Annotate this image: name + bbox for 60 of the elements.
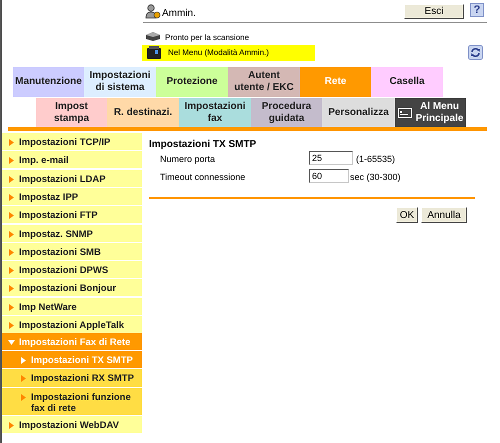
menu-item-label: Impostazioni FTP (19, 210, 98, 222)
menu-item (2, 224, 142, 242)
menu-item (2, 261, 142, 278)
menu-item (2, 279, 142, 296)
menu-item-label: Impostazioni TCP/IP (19, 137, 110, 148)
menu-item-label: Impostazioni Fax di Rete (19, 337, 130, 348)
tab: Procedura guidata (251, 98, 322, 127)
tab: Casella (371, 67, 443, 97)
tab: Rete (300, 67, 371, 97)
tab (395, 98, 466, 127)
menu-item-label: Impostazioni DPWS (19, 265, 108, 276)
menu-item-label: Imp. e-mail (19, 155, 69, 166)
range-hint: (1-65535) (356, 153, 396, 166)
tab-label: Al Menu Principale (416, 100, 464, 124)
status-text: Nel Menu (Modalità Ammin.) (168, 47, 269, 59)
tab: Impostazioni di sistema (84, 67, 156, 97)
field-label: Numero porta (160, 153, 216, 166)
range-hint: sec (30-300) (350, 171, 401, 184)
button: Esci (404, 4, 464, 19)
input-field: 60 (309, 169, 349, 183)
menu-item (2, 298, 142, 315)
menu-item-label: Impostazioni RX SMTP (31, 373, 134, 384)
tab: R. destinazi. (107, 98, 179, 127)
section-title: Impostazioni TX SMTP (149, 138, 256, 152)
menu-item-label: Impostazioni WebDAV (19, 420, 119, 431)
menu-item-label: Imp NetWare (19, 302, 77, 313)
menu-item (2, 416, 142, 433)
menu-item (2, 351, 142, 368)
menu-item (2, 369, 142, 387)
button: OK (396, 207, 418, 223)
menu-item-label: Impostazioni TX SMTP (31, 355, 133, 366)
menu-item (2, 133, 142, 150)
tab: Impost stampa (36, 98, 107, 127)
field-label: Timeout connessione (160, 171, 246, 184)
status-bar (142, 45, 315, 61)
menu-item-label: Impostazioni SMB (19, 246, 101, 258)
menu-item-label: Impostazioni LDAP (19, 174, 106, 185)
menu-item-label: Impostazioni Bonjour (19, 283, 116, 294)
tab: Manutenzione (13, 67, 84, 97)
input-field: 25 (309, 151, 353, 165)
menu-item (2, 206, 142, 224)
menu-item-label: Impostaz. SNMP (19, 228, 93, 240)
menu-item-label: Impostaz IPP (19, 192, 78, 203)
menu-item (2, 333, 142, 350)
user-name: Ammin. (162, 7, 196, 21)
tab: Autent utente / EKC (228, 67, 300, 97)
tab: Protezione (156, 67, 228, 97)
tab: Impostazioni fax (179, 98, 251, 127)
menu-item-label: Impostazioni AppleTalk (19, 320, 124, 331)
button: Annulla (421, 207, 467, 223)
menu-item (2, 242, 142, 260)
help-button: ? (470, 3, 484, 17)
menu-item (2, 151, 142, 168)
menu-item (2, 316, 142, 333)
menu-item (2, 188, 142, 205)
menu-item (2, 170, 142, 187)
tab: Personalizza (322, 98, 395, 127)
menu-item-label: Impostazioni funzione fax di rete (31, 392, 132, 414)
menu-item (2, 388, 142, 415)
status-text: Pronto per la scansione (165, 32, 250, 44)
